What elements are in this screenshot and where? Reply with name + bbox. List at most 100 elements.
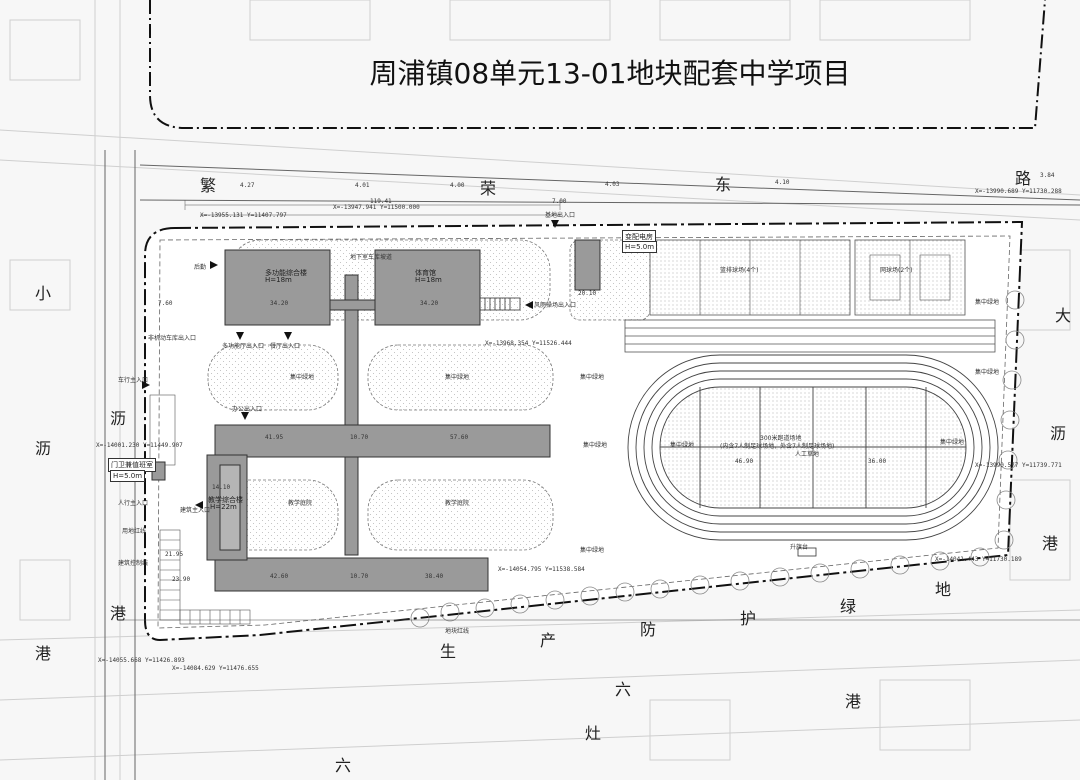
street-char: 东 [715,175,732,194]
green-label: 集中绿地 [975,299,1000,306]
green-char: 绿 [840,597,857,616]
dimension: 4.00 [450,182,465,189]
building-height: H=22m [210,503,237,511]
build-control-line [157,235,1011,629]
line-label: 用地红线 [122,528,147,535]
entrance-label: 办公出入口 [232,406,263,413]
sports-courts [649,239,966,316]
turf-label: 人工草地 [795,451,820,458]
dimension: 4.10 [775,179,790,186]
entrance-label: 建筑主入口 [180,507,211,514]
street-char: 荣 [480,179,497,198]
street-char: 港 [110,604,127,623]
dimension-lines [120,200,1080,621]
teaching-block-north [214,424,551,458]
coordinate: X=-13990.577 Y=11739.771 [975,462,1062,469]
connector-bridge [329,299,376,311]
river-char: 六 [615,680,632,699]
dimension: 4.03 [605,181,620,188]
teaching-main-inner [219,464,241,551]
substation-building [574,239,601,291]
street-char: 繁 [200,176,217,195]
coordinate: X=-13968.354 Y=11526.444 [485,340,572,347]
dimension: 34.20 [420,300,439,307]
dimension: 42.60 [270,573,289,580]
line-label: 基地出入口 [545,212,576,219]
coordinate: X=-14041.443 Y=11730.189 [935,556,1022,563]
dimension: 20.10 [578,290,597,297]
street-char: 小 [35,284,52,303]
dimension: 3.84 [1040,172,1055,179]
coordinate: X=-14001.230 Y=11449.907 [96,442,183,449]
green-label: 集中绿地 [940,439,965,446]
teaching-block-south [214,557,489,592]
building-height: H=18m [415,276,442,284]
entrance-label: 多功能厅出入口 [222,343,265,350]
dimension: 14.10 [212,484,231,491]
green-char: 护 [740,609,757,628]
dimension: 46.90 [735,458,754,465]
entrance-label: 地下室车库坡道 [350,254,393,261]
straight-track [624,319,996,353]
building-height: H=18m [265,276,292,284]
river-char: 灶 [585,724,602,743]
green-label: 集中绿地 [670,442,695,449]
green-label: 集中绿地 [290,374,315,381]
entry-arrows [142,220,559,509]
dimension: 23.90 [172,576,191,583]
street-char: 港 [1042,534,1059,553]
green-label: 集中绿地 [445,374,470,381]
dimension: 41.95 [265,434,284,441]
street-char: 路 [1015,169,1032,188]
entrance-label: 风雨操场出入口 [534,302,577,309]
court-label: 网球场(2个) [880,267,913,274]
green-label: 集中绿地 [580,374,605,381]
court-label: 篮排球场(4个) [720,267,759,274]
dimension: 10.70 [350,573,369,580]
coordinate: X=-14055.668 Y=11426.893 [98,657,185,664]
dimension: 7.00 [552,198,567,205]
north-parcel-boundary [149,0,1046,129]
gym-ramp [479,297,521,311]
courtyard-label: 教学庭院 [445,500,470,507]
entrance-label: 人行主入口 [118,500,149,507]
coordinate: X=-13947.941 Y=11500.000 [333,204,420,211]
river-char: 港 [845,692,862,711]
multi-function-building [224,249,331,326]
dimension: 4.01 [355,182,370,189]
dimension: 38.40 [425,573,444,580]
street-char: 沥 [1050,424,1067,443]
building-name: 体育馆 [415,269,436,277]
building-name: 教学综合楼 [208,496,243,504]
dimension: 4.27 [240,182,255,189]
green-char: 产 [540,631,557,650]
building-name: 多功能综合楼 [265,269,307,277]
gym-building [374,249,481,326]
track-note: (内含7人制足球场地，外含7人制足球场地) [720,443,835,450]
track-label: 300米跑道场地 [760,435,802,442]
coordinate: X=-13955.131 Y=11407.797 [200,212,287,219]
coordinate: X=-13990.689 Y=11730.288 [975,188,1062,195]
line-label: 地块红线 [445,628,470,635]
flag-stage [797,547,817,557]
dimension: 10.70 [350,434,369,441]
dimension: 119.41 [370,198,392,205]
building-height: H=5.0m [622,241,658,253]
green-label: 集中绿地 [583,442,608,449]
courtyard-label: 教学庭院 [288,500,313,507]
green-char: 生 [440,642,457,661]
north-corridor [344,274,359,556]
line-label: 建筑控制线 [118,560,149,567]
street-char: 沥 [110,409,127,428]
entrance-label: 后勤 [194,264,207,271]
building-height: H=5.0m [110,470,146,482]
street-char: 沥 [35,439,52,458]
buildings [151,239,601,592]
coordinate: X=-14084.629 Y=11476.655 [172,665,259,672]
river-char: 六 [335,756,352,775]
green-char: 地 [935,580,952,599]
page-title: 周浦镇08单元13-01地块配套中学项目 [369,57,851,90]
entrance-label: 餐厅出入口 [270,343,301,350]
street-char: 港 [35,644,52,663]
